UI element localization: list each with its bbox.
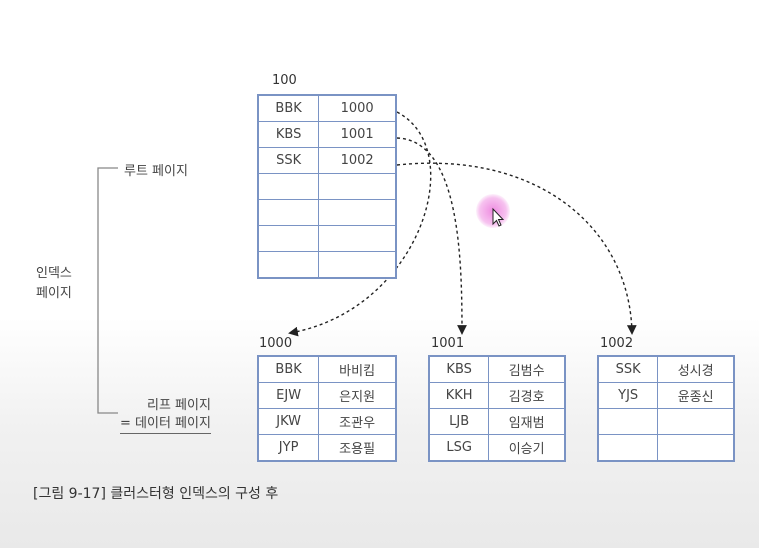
table-row: [257, 251, 397, 279]
value-cell: 바비킴: [318, 355, 397, 383]
value-cell: 조용필: [318, 434, 397, 462]
key-cell: [257, 199, 320, 226]
value-cell: 이승기: [488, 434, 566, 462]
table-row: [257, 173, 397, 200]
leaf-page-id: 1002: [600, 336, 634, 351]
key-cell: KBS: [257, 121, 320, 148]
key-cell: SSK: [597, 355, 659, 383]
value-cell: [657, 434, 735, 462]
value-cell: 1001: [318, 121, 397, 148]
value-cell: 조관우: [318, 408, 397, 435]
key-cell: [257, 173, 320, 200]
key-cell: JKW: [257, 408, 320, 435]
value-cell: 임재범: [488, 408, 566, 435]
key-cell: KKH: [428, 382, 490, 409]
key-cell: KBS: [428, 355, 490, 383]
value-cell: [318, 225, 397, 252]
value-cell: 1000: [318, 94, 397, 122]
figure-caption: [그림 9-17] 클러스터형 인덱스의 구성 후: [33, 486, 279, 502]
index-page-label: 인덱스 페이지: [36, 266, 72, 301]
leaf-page-label-line2: = 데이터 페이지: [120, 415, 211, 434]
key-cell: LJB: [428, 408, 490, 435]
key-cell: JYP: [257, 434, 320, 462]
key-cell: [257, 251, 320, 279]
key-cell: SSK: [257, 147, 320, 174]
value-cell: [657, 408, 735, 435]
leaf-page-label-line1: 리프 페이지: [146, 398, 211, 413]
key-cell: BBK: [257, 94, 320, 122]
value-cell: 윤종신: [657, 382, 735, 409]
pointer-arrow-1001: [396, 137, 467, 335]
table-row: [597, 408, 735, 435]
value-cell: 은지원: [318, 382, 397, 409]
value-cell: 성시경: [657, 355, 735, 383]
pointer-arrow-1000: [288, 111, 432, 337]
value-cell: [318, 251, 397, 279]
value-cell: 김경호: [488, 382, 566, 409]
leaf-page-label: 리프 페이지 = 데이터 페이지: [120, 397, 211, 434]
leaf-page-id: 1000: [259, 336, 293, 351]
table-row: [257, 199, 397, 226]
mouse-pointer-icon: [476, 194, 510, 228]
table-row: [597, 434, 735, 462]
key-cell: BBK: [257, 355, 320, 383]
key-cell: YJS: [597, 382, 659, 409]
value-cell: [318, 199, 397, 226]
key-cell: LSG: [428, 434, 490, 462]
key-cell: [597, 408, 659, 435]
leaf-page-id: 1001: [431, 336, 465, 351]
root-page-label: 루트 페이지: [124, 164, 188, 179]
table-row: [257, 225, 397, 252]
pointer-arrow-1002: [396, 162, 637, 335]
value-cell: 1002: [318, 147, 397, 174]
key-cell: [257, 225, 320, 252]
key-cell: EJW: [257, 382, 320, 409]
root-page-id: 100: [272, 73, 297, 88]
key-cell: [597, 434, 659, 462]
value-cell: [318, 173, 397, 200]
value-cell: 김범수: [488, 355, 566, 383]
level-bracket: [97, 167, 118, 414]
